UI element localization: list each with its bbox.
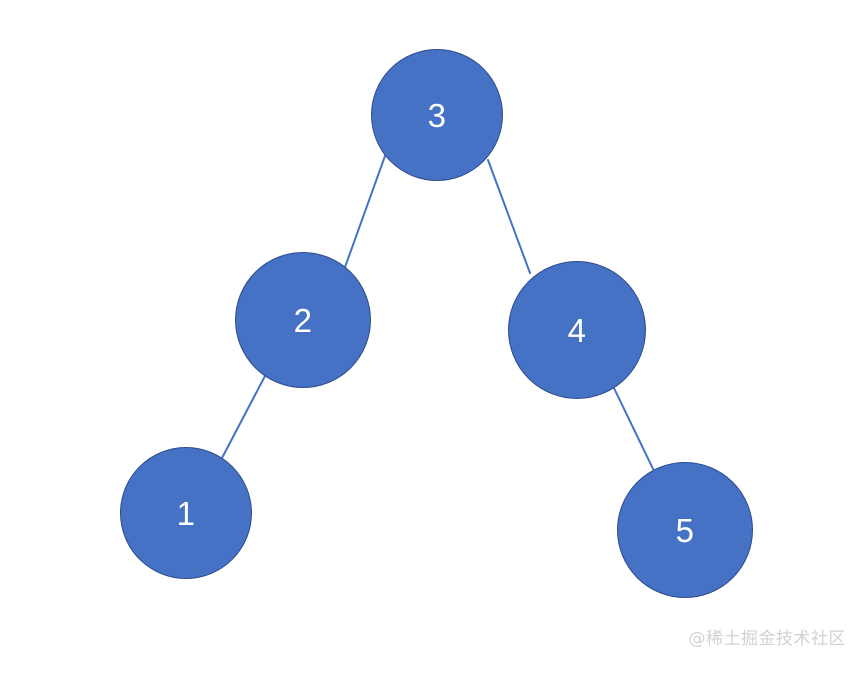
tree-edge-3-2 [343, 155, 386, 271]
tree-edge-3-4 [487, 159, 531, 274]
tree-node-left[interactable]: 2 [235, 252, 371, 388]
tree-node-left-left[interactable]: 1 [120, 447, 252, 579]
tree-node-right[interactable]: 4 [508, 261, 646, 399]
tree-node-right-right[interactable]: 5 [617, 462, 753, 598]
tree-node-label: 3 [427, 96, 447, 134]
tree-edge-2-1 [221, 375, 266, 459]
tree-node-label: 5 [675, 511, 695, 549]
watermark: @稀土掘金技术社区 [688, 629, 846, 649]
tree-node-label: 1 [176, 494, 196, 532]
tree-edge-4-5 [612, 385, 656, 474]
tree-node-label: 2 [293, 301, 313, 339]
tree-node-root[interactable]: 3 [371, 49, 503, 181]
tree-node-label: 4 [567, 311, 587, 349]
